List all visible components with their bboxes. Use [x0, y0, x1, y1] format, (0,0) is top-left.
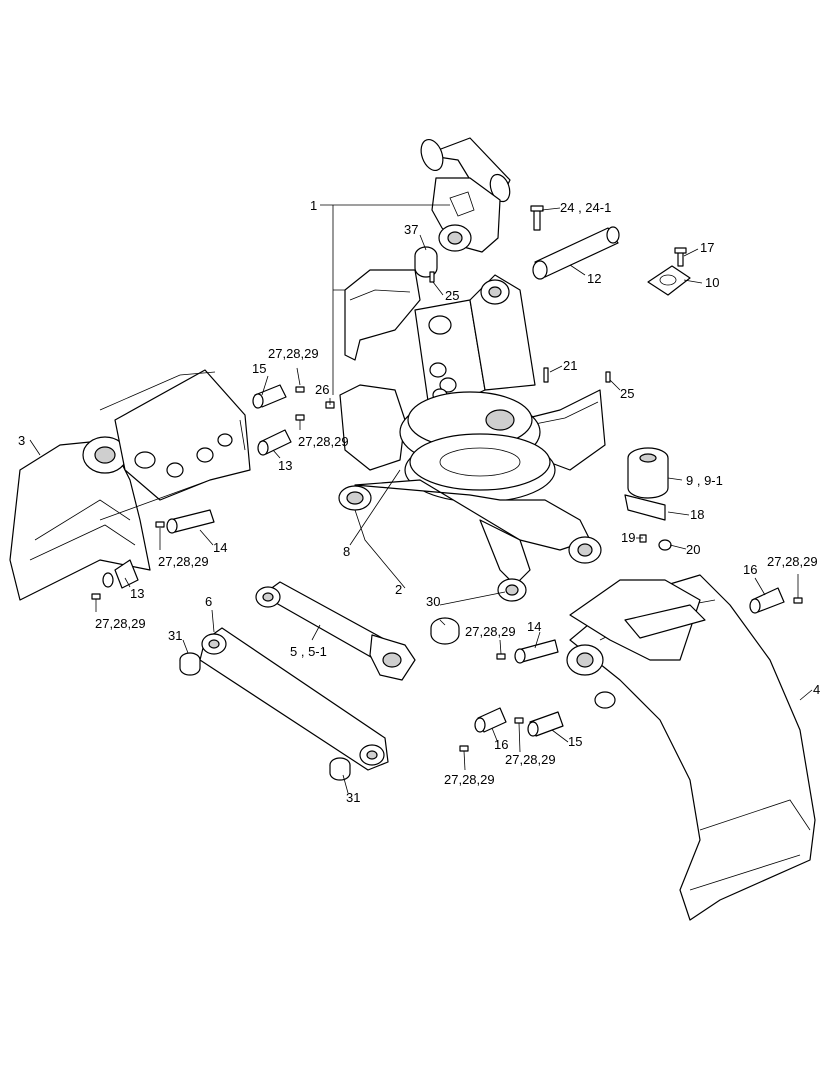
label-13-left-lower: 13: [130, 586, 144, 601]
label-10: 10: [705, 275, 719, 290]
part-10-cover-plate: [647, 265, 691, 296]
label-17: 17: [700, 240, 714, 255]
label-31-lower: 31: [346, 790, 360, 805]
label-27-e: 27,28,29: [767, 554, 818, 569]
label-21: 21: [563, 358, 577, 373]
label-16-upper: 16: [743, 562, 757, 577]
label-27-d: 27,28,29: [95, 616, 146, 631]
guard-plate-upper-left: [344, 269, 421, 361]
label-13-left-upper: 13: [278, 458, 292, 473]
label-12: 12: [587, 271, 601, 286]
label-27-a: 27,28,29: [268, 346, 319, 361]
label-9: 9 , 9-1: [686, 473, 723, 488]
label-24: 24 , 24-1: [560, 200, 611, 215]
label-31-upper: 31: [168, 628, 182, 643]
part-9-cylinder-block: [627, 447, 669, 499]
label-27-c: 27,28,29: [158, 554, 209, 569]
label-6: 6: [205, 594, 212, 609]
part-labels: 1 2 3 4 5 , 5-1 6 8 9 , 9-1 10 12 13 13 …: [18, 198, 820, 805]
label-3: 3: [18, 433, 25, 448]
label-2: 2: [395, 582, 402, 597]
label-25-right: 25: [620, 386, 634, 401]
label-27-g: 27,28,29: [505, 752, 556, 767]
label-8: 8: [343, 544, 350, 559]
part-19-bolt: [639, 534, 647, 543]
label-15-left: 15: [252, 361, 266, 376]
bolts-27-set: [91, 386, 803, 752]
label-18: 18: [690, 507, 704, 522]
part-31-bushing-lower: [329, 757, 351, 781]
part-14-pin-right: [514, 639, 559, 664]
part-14-pin-left: [166, 509, 215, 534]
guard-plate-lower-left: [339, 384, 406, 471]
bolt-24: [530, 205, 544, 231]
part-3-left-jaw: [9, 436, 151, 601]
label-26: 26: [315, 382, 329, 397]
part-2-lower-body: [338, 479, 602, 602]
left-jaw-link-plates: [99, 369, 251, 501]
label-27-f: 27,28,29: [465, 624, 516, 639]
label-14-left: 14: [213, 540, 227, 555]
part-18-bracket: [624, 494, 666, 521]
label-30: 30: [426, 594, 440, 609]
label-1: 1: [310, 198, 317, 213]
label-4: 4: [813, 682, 820, 697]
part-15-pin-left: [252, 384, 287, 409]
bolt-25-right: [605, 371, 611, 383]
part-13-pin-left-upper: [257, 429, 292, 456]
label-37: 37: [404, 222, 418, 237]
bolt-21: [543, 367, 549, 383]
part-16-pin-right-lower: [474, 707, 507, 733]
part-31-bushing-upper: [179, 652, 201, 676]
label-27-h: 27,28,29: [444, 772, 495, 787]
label-25-upper: 25: [445, 288, 459, 303]
part-16-pin-right-upper: [749, 587, 785, 614]
label-27-b: 27,28,29: [298, 434, 349, 449]
label-15-right: 15: [568, 734, 582, 749]
leader-lines: [29, 204, 813, 794]
label-19: 19: [621, 530, 635, 545]
label-5: 5 , 5-1: [290, 644, 327, 659]
part-30-bushing: [430, 617, 460, 645]
part-12-pin-shaft: [532, 226, 620, 280]
bolt-17: [674, 247, 687, 267]
part-4-right-jaw: [566, 574, 816, 921]
label-20: 20: [686, 542, 700, 557]
part-20-nut: [658, 539, 672, 551]
part-5-hydraulic-cylinder: [255, 581, 416, 681]
bolt-25-upper: [429, 271, 435, 283]
right-jaw-link-plates: [569, 579, 706, 661]
label-14-right: 14: [527, 619, 541, 634]
part-13-pin-left-lower: [102, 559, 139, 589]
part-1-top-bracket: [420, 137, 511, 253]
part-15-pin-right: [527, 711, 564, 737]
label-16-lower: 16: [494, 737, 508, 752]
part-8-slewing-ring: [404, 433, 556, 503]
part-6-link-bar: [199, 627, 389, 771]
